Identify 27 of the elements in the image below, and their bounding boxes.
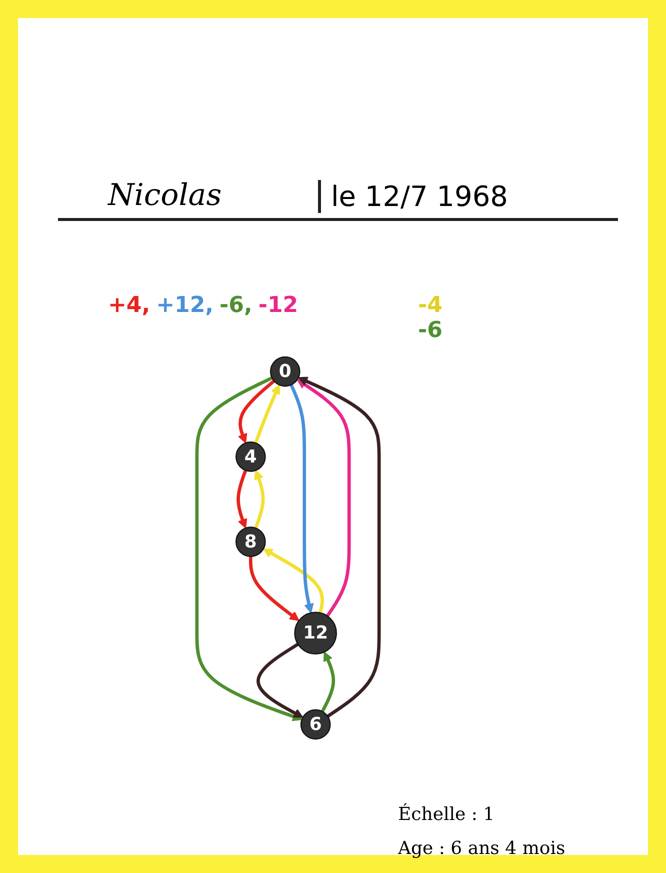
node-circle: 4	[235, 442, 266, 472]
arrow	[236, 470, 248, 529]
arrow	[298, 376, 381, 718]
name-heading: Nicolas	[108, 178, 222, 213]
node-circle: 8	[235, 526, 266, 557]
arrow	[195, 376, 302, 722]
sum-note: -4	[418, 293, 442, 318]
arrow	[256, 642, 304, 718]
date-text: le 12/7 1968	[318, 180, 508, 213]
sum-note: +12,	[156, 293, 214, 318]
arrow	[238, 380, 276, 444]
arrow	[262, 548, 324, 614]
sum-note: +4,	[108, 293, 150, 318]
arrow	[254, 470, 265, 529]
caption-text: Échelle : 1	[398, 802, 496, 827]
sum-note: -6,	[220, 293, 252, 318]
node-circle: 12	[294, 612, 337, 654]
node-circle: 0	[270, 356, 300, 387]
sum-note: -6	[418, 318, 442, 343]
caption-text: Age : 6 ans 4 mois	[398, 837, 566, 861]
arrow	[320, 652, 336, 712]
arrow	[254, 384, 280, 444]
arrow	[296, 379, 351, 617]
node-circle: 6	[300, 709, 331, 740]
arrow	[290, 384, 314, 614]
sum-note: -12	[258, 293, 298, 318]
arrow	[248, 556, 300, 622]
